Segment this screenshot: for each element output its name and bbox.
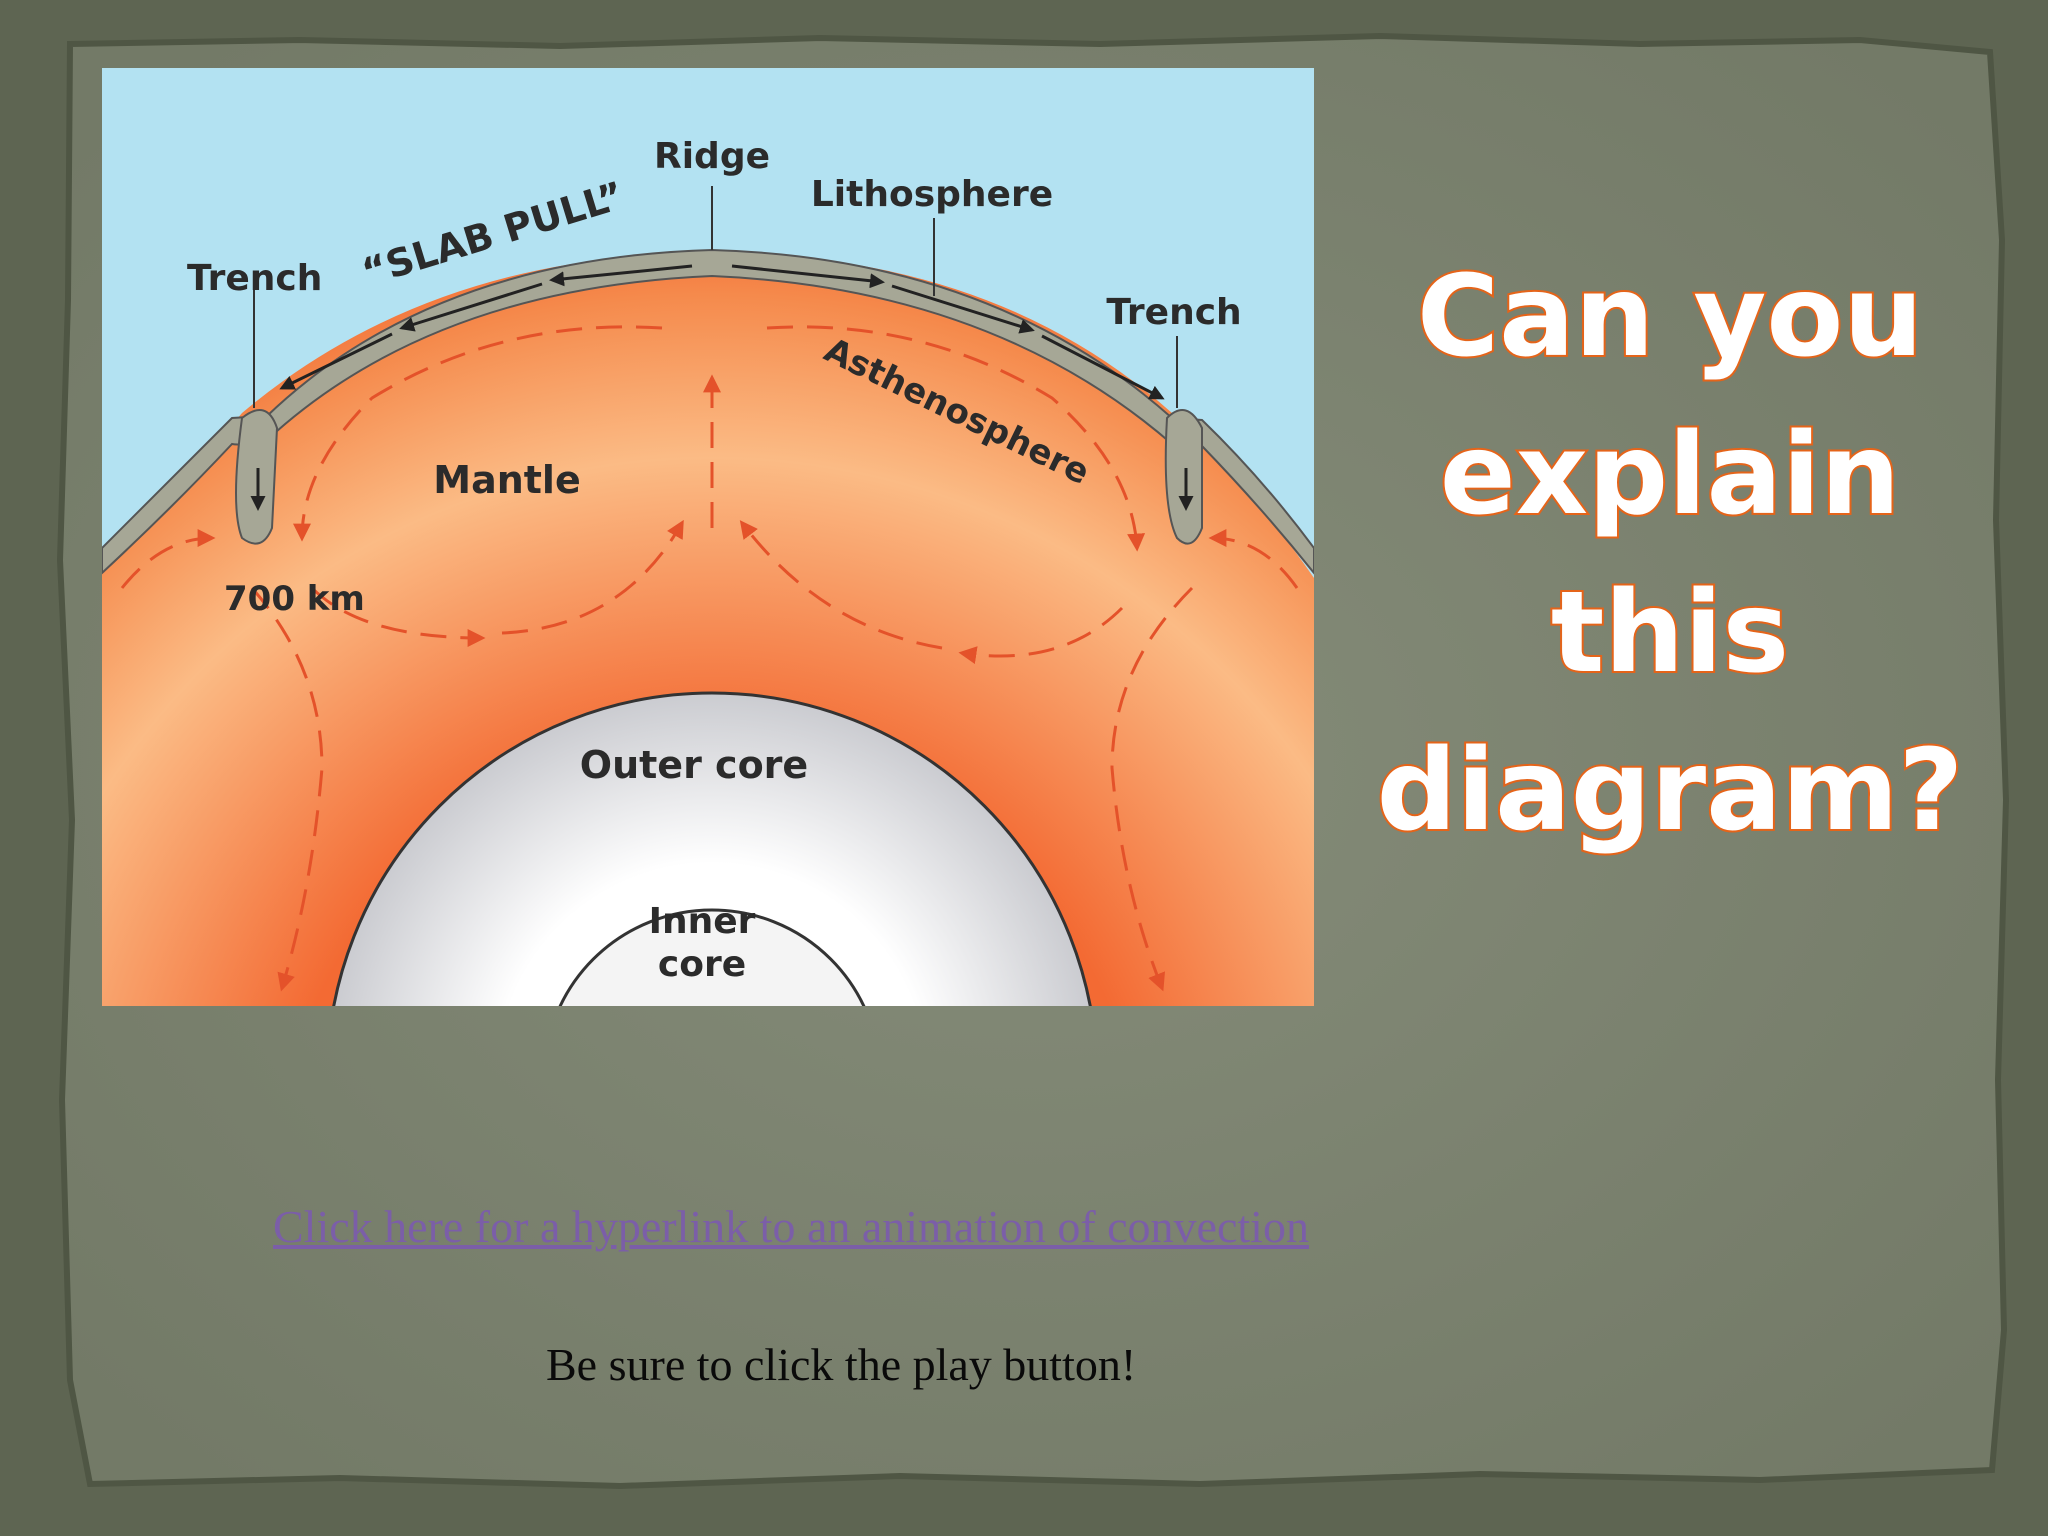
inner-core (558, 908, 866, 1006)
lithosphere-layer (102, 248, 1314, 575)
convection-animation-link[interactable]: Click here for a hyperlink to an animati… (273, 1201, 1309, 1252)
label-mantle: Mantle (433, 458, 580, 502)
label-depth: 700 km (224, 579, 365, 619)
question-line-1: Can you (1415, 250, 1925, 384)
mantle-layer (102, 253, 1314, 1006)
label-inner-core-line1: Inner (649, 901, 756, 942)
question-heading: Can you explain this diagram? (1360, 238, 1980, 870)
convection-arrows (120, 325, 1299, 992)
question-line-4: diagram? (1375, 724, 1966, 858)
label-leader-lines (253, 186, 1178, 408)
question-line-2: explain (1438, 408, 1902, 542)
label-trench-left: Trench (187, 258, 322, 299)
question-line-3: this (1549, 566, 1791, 700)
play-button-note: Be sure to click the play button! (546, 1339, 1137, 1390)
earth-convection-diagram: Ridge Lithosphere Trench “SLAB PULL” Tre… (102, 68, 1314, 1006)
label-ridge: Ridge (654, 136, 770, 177)
outer-core (332, 691, 1092, 1006)
label-inner-core-line2: core (658, 944, 746, 985)
label-trench-right: Trench (1106, 292, 1241, 333)
label-outer-core: Outer core (580, 743, 808, 787)
label-lithosphere: Lithosphere (811, 174, 1053, 215)
